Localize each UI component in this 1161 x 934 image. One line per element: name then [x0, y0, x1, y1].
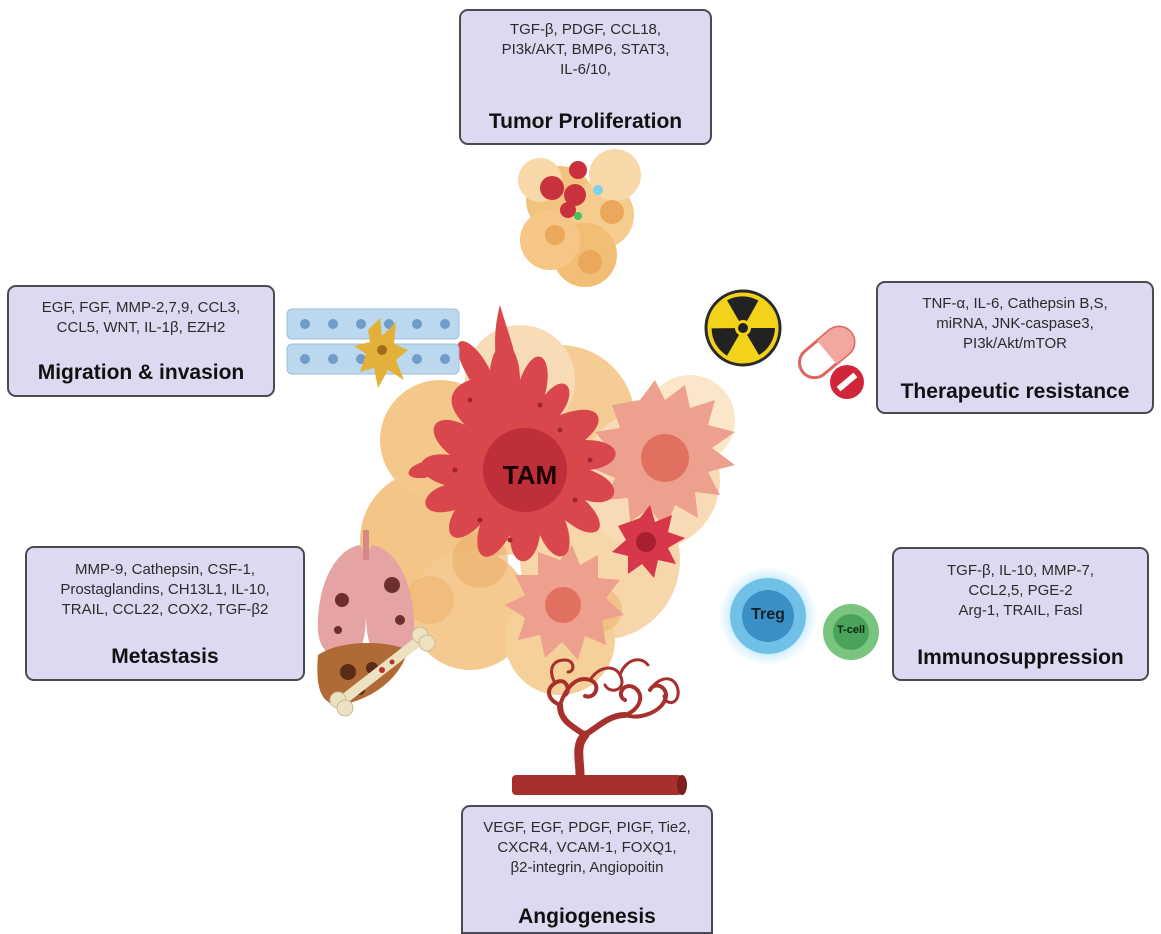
macrophage-bottom-icon: [505, 545, 624, 660]
epithelial-layer-icon: [286, 308, 460, 388]
t-cell-icon: [823, 604, 879, 660]
immunosuppression-box: TGF-β, IL-10, MMP-7, CCL2,5, PGE-2 Arg-1…: [892, 547, 1149, 681]
immunosuppression-title: Immunosuppression: [917, 646, 1124, 669]
migration-invasion-molecules: EGF, FGF, MMP-2,7,9, CCL3, CCL5, WNT, IL…: [41, 299, 241, 336]
therapeutic-resistance-title: Therapeutic resistance: [900, 380, 1130, 403]
bone-icon: [329, 626, 436, 717]
activated-cell-icon: [612, 505, 685, 578]
tumor-proliferation-box: TGF-β, PDGF, CCL18, PI3k/AKT, BMP6, STAT…: [459, 9, 712, 145]
angiogenesis-title: Angiogenesis: [518, 905, 656, 928]
tam-label: TAM: [502, 460, 558, 490]
macrophage-small-icon: [592, 380, 735, 530]
pill-tablet-icon: [830, 365, 864, 399]
metastasis-box: MMP-9, Cathepsin, CSF-1, Prostaglandins,…: [25, 546, 305, 681]
treg-cell-icon: [720, 568, 816, 664]
capsule-icon: [798, 325, 856, 380]
immunosuppression-molecules: TGF-β, IL-10, MMP-7, CCL2,5, PGE-2 Arg-1…: [947, 562, 1094, 619]
t-cell-label: T-cell: [836, 624, 866, 636]
tam-macrophage-icon: [408, 305, 616, 562]
lungs-icon: [317, 530, 415, 657]
migration-invasion-box: EGF, FGF, MMP-2,7,9, CCL3, CCL5, WNT, IL…: [7, 285, 275, 397]
metastasis-molecules: MMP-9, Cathepsin, CSF-1, Prostaglandins,…: [60, 561, 270, 618]
angiogenesis-molecules: VEGF, EGF, PDGF, PIGF, Tie2, CXCR4, VCAM…: [483, 819, 691, 876]
migration-invasion-title: Migration & invasion: [37, 361, 245, 384]
liver-icon: [317, 643, 408, 705]
therapeutic-resistance-box: TNF-α, IL-6, Cathepsin B,S, miRNA, JNK-c…: [876, 281, 1154, 414]
metastasis-title: Metastasis: [111, 645, 219, 668]
angiogenesis-box: VEGF, EGF, PDGF, PIGF, Tie2, CXCR4, VCAM…: [461, 805, 713, 934]
radiation-hazard-icon: [704, 289, 782, 367]
tumor-proliferation-title: Tumor Proliferation: [488, 110, 683, 133]
therapeutic-resistance-molecules: TNF-α, IL-6, Cathepsin B,S, miRNA, JNK-c…: [922, 295, 1108, 352]
blood-vessel-icon: [512, 658, 687, 795]
tumor-cluster-icon: [518, 149, 641, 287]
tumor-proliferation-molecules: TGF-β, PDGF, CCL18, PI3k/AKT, BMP6, STAT…: [501, 21, 670, 78]
treg-label: Treg: [751, 606, 785, 623]
